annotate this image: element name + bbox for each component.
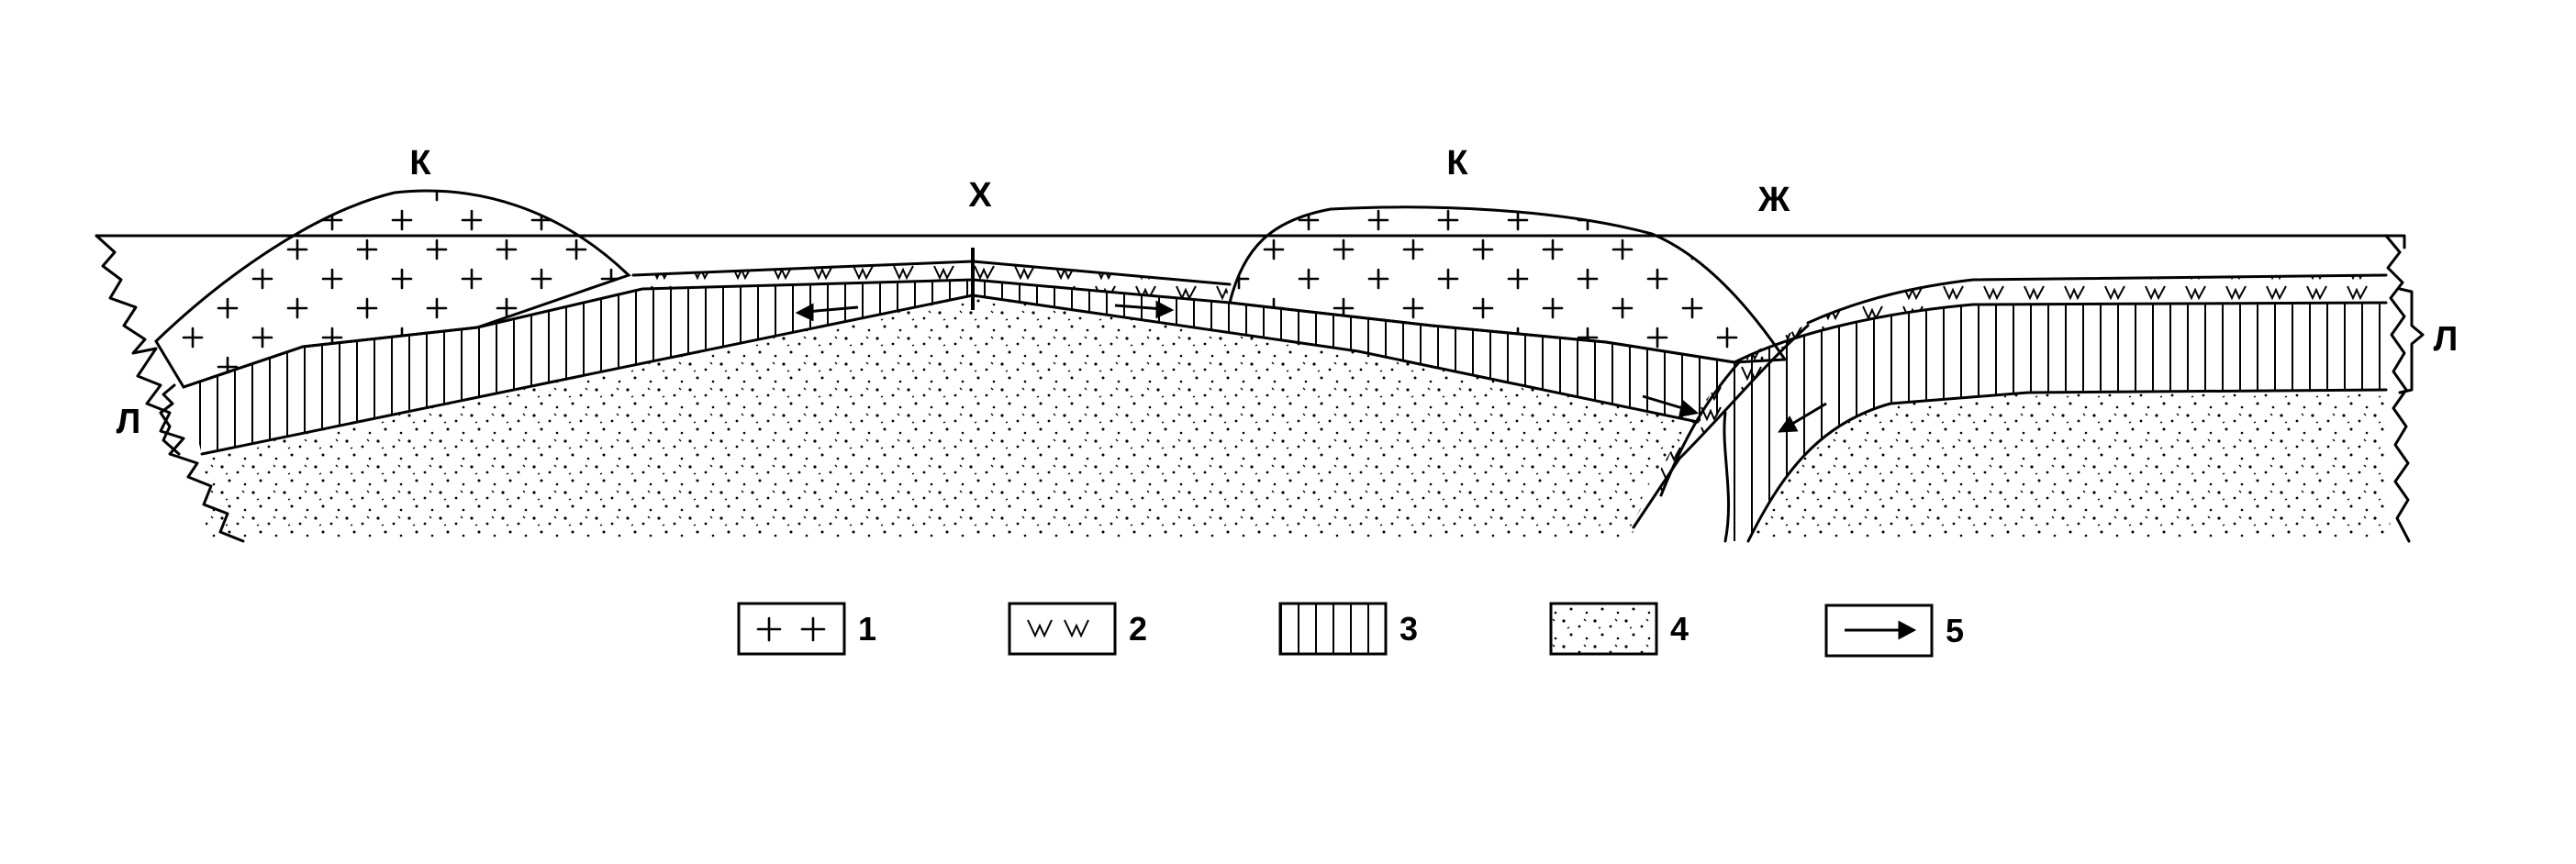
base-boundary-left	[200, 294, 1700, 456]
crosses-icon	[756, 616, 826, 642]
legend-number: 4	[1670, 610, 1689, 648]
grass-layer-right	[1734, 275, 2386, 362]
hatched-layer-left	[184, 280, 1734, 454]
label-layer-left: Л	[117, 403, 141, 441]
flow-arrow	[795, 303, 859, 322]
left-jagged-edge	[95, 234, 245, 543]
arrow-icon	[1845, 620, 1917, 640]
fault-line	[1723, 411, 1731, 543]
legend-item-4: 4	[1549, 602, 1689, 656]
left-hill	[154, 189, 631, 389]
base-boundary-right	[1746, 388, 2388, 543]
layer-bracket-right	[2398, 287, 2425, 394]
label-layer-right: Л	[2434, 320, 2459, 359]
label-trench: Ж	[1757, 181, 1790, 219]
legend-number: 1	[858, 610, 876, 648]
slope-line-inner	[1659, 360, 1741, 497]
dotted-base-layer-right	[1748, 390, 2391, 541]
legend-number: 3	[1400, 610, 1418, 648]
hatched-layer-right	[1723, 303, 2386, 541]
flow-arrow	[1642, 394, 1700, 417]
legend: 1 2 3 4 5	[737, 602, 1964, 658]
right-hill	[1228, 205, 1788, 364]
slope-line-outer	[1632, 324, 1810, 529]
legend-number: 2	[1129, 610, 1147, 648]
legend-item-2: 2	[1008, 602, 1147, 656]
dotted-base-layer	[202, 295, 1698, 541]
hatch-top-boundary-right	[1733, 301, 2388, 364]
legend-number: 5	[1946, 612, 1964, 649]
ground-surface-line	[95, 234, 2406, 249]
legend-item-5: 5	[1824, 604, 1964, 658]
grass-layer-slope	[1634, 326, 1808, 527]
legend-item-3: 3	[1278, 602, 1418, 656]
legend-item-1: 1	[737, 602, 876, 656]
right-jagged-edge	[2384, 234, 2411, 543]
label-hill-right: К	[1446, 144, 1468, 183]
flow-arrow	[1777, 402, 1827, 433]
layer-bracket-left	[159, 383, 181, 456]
grass-icon	[1027, 619, 1089, 638]
grass-top-line-right	[1806, 273, 2388, 325]
label-hill-left: К	[409, 144, 431, 183]
label-ridge: Х	[968, 176, 992, 215]
flow-arrow	[1114, 300, 1175, 319]
